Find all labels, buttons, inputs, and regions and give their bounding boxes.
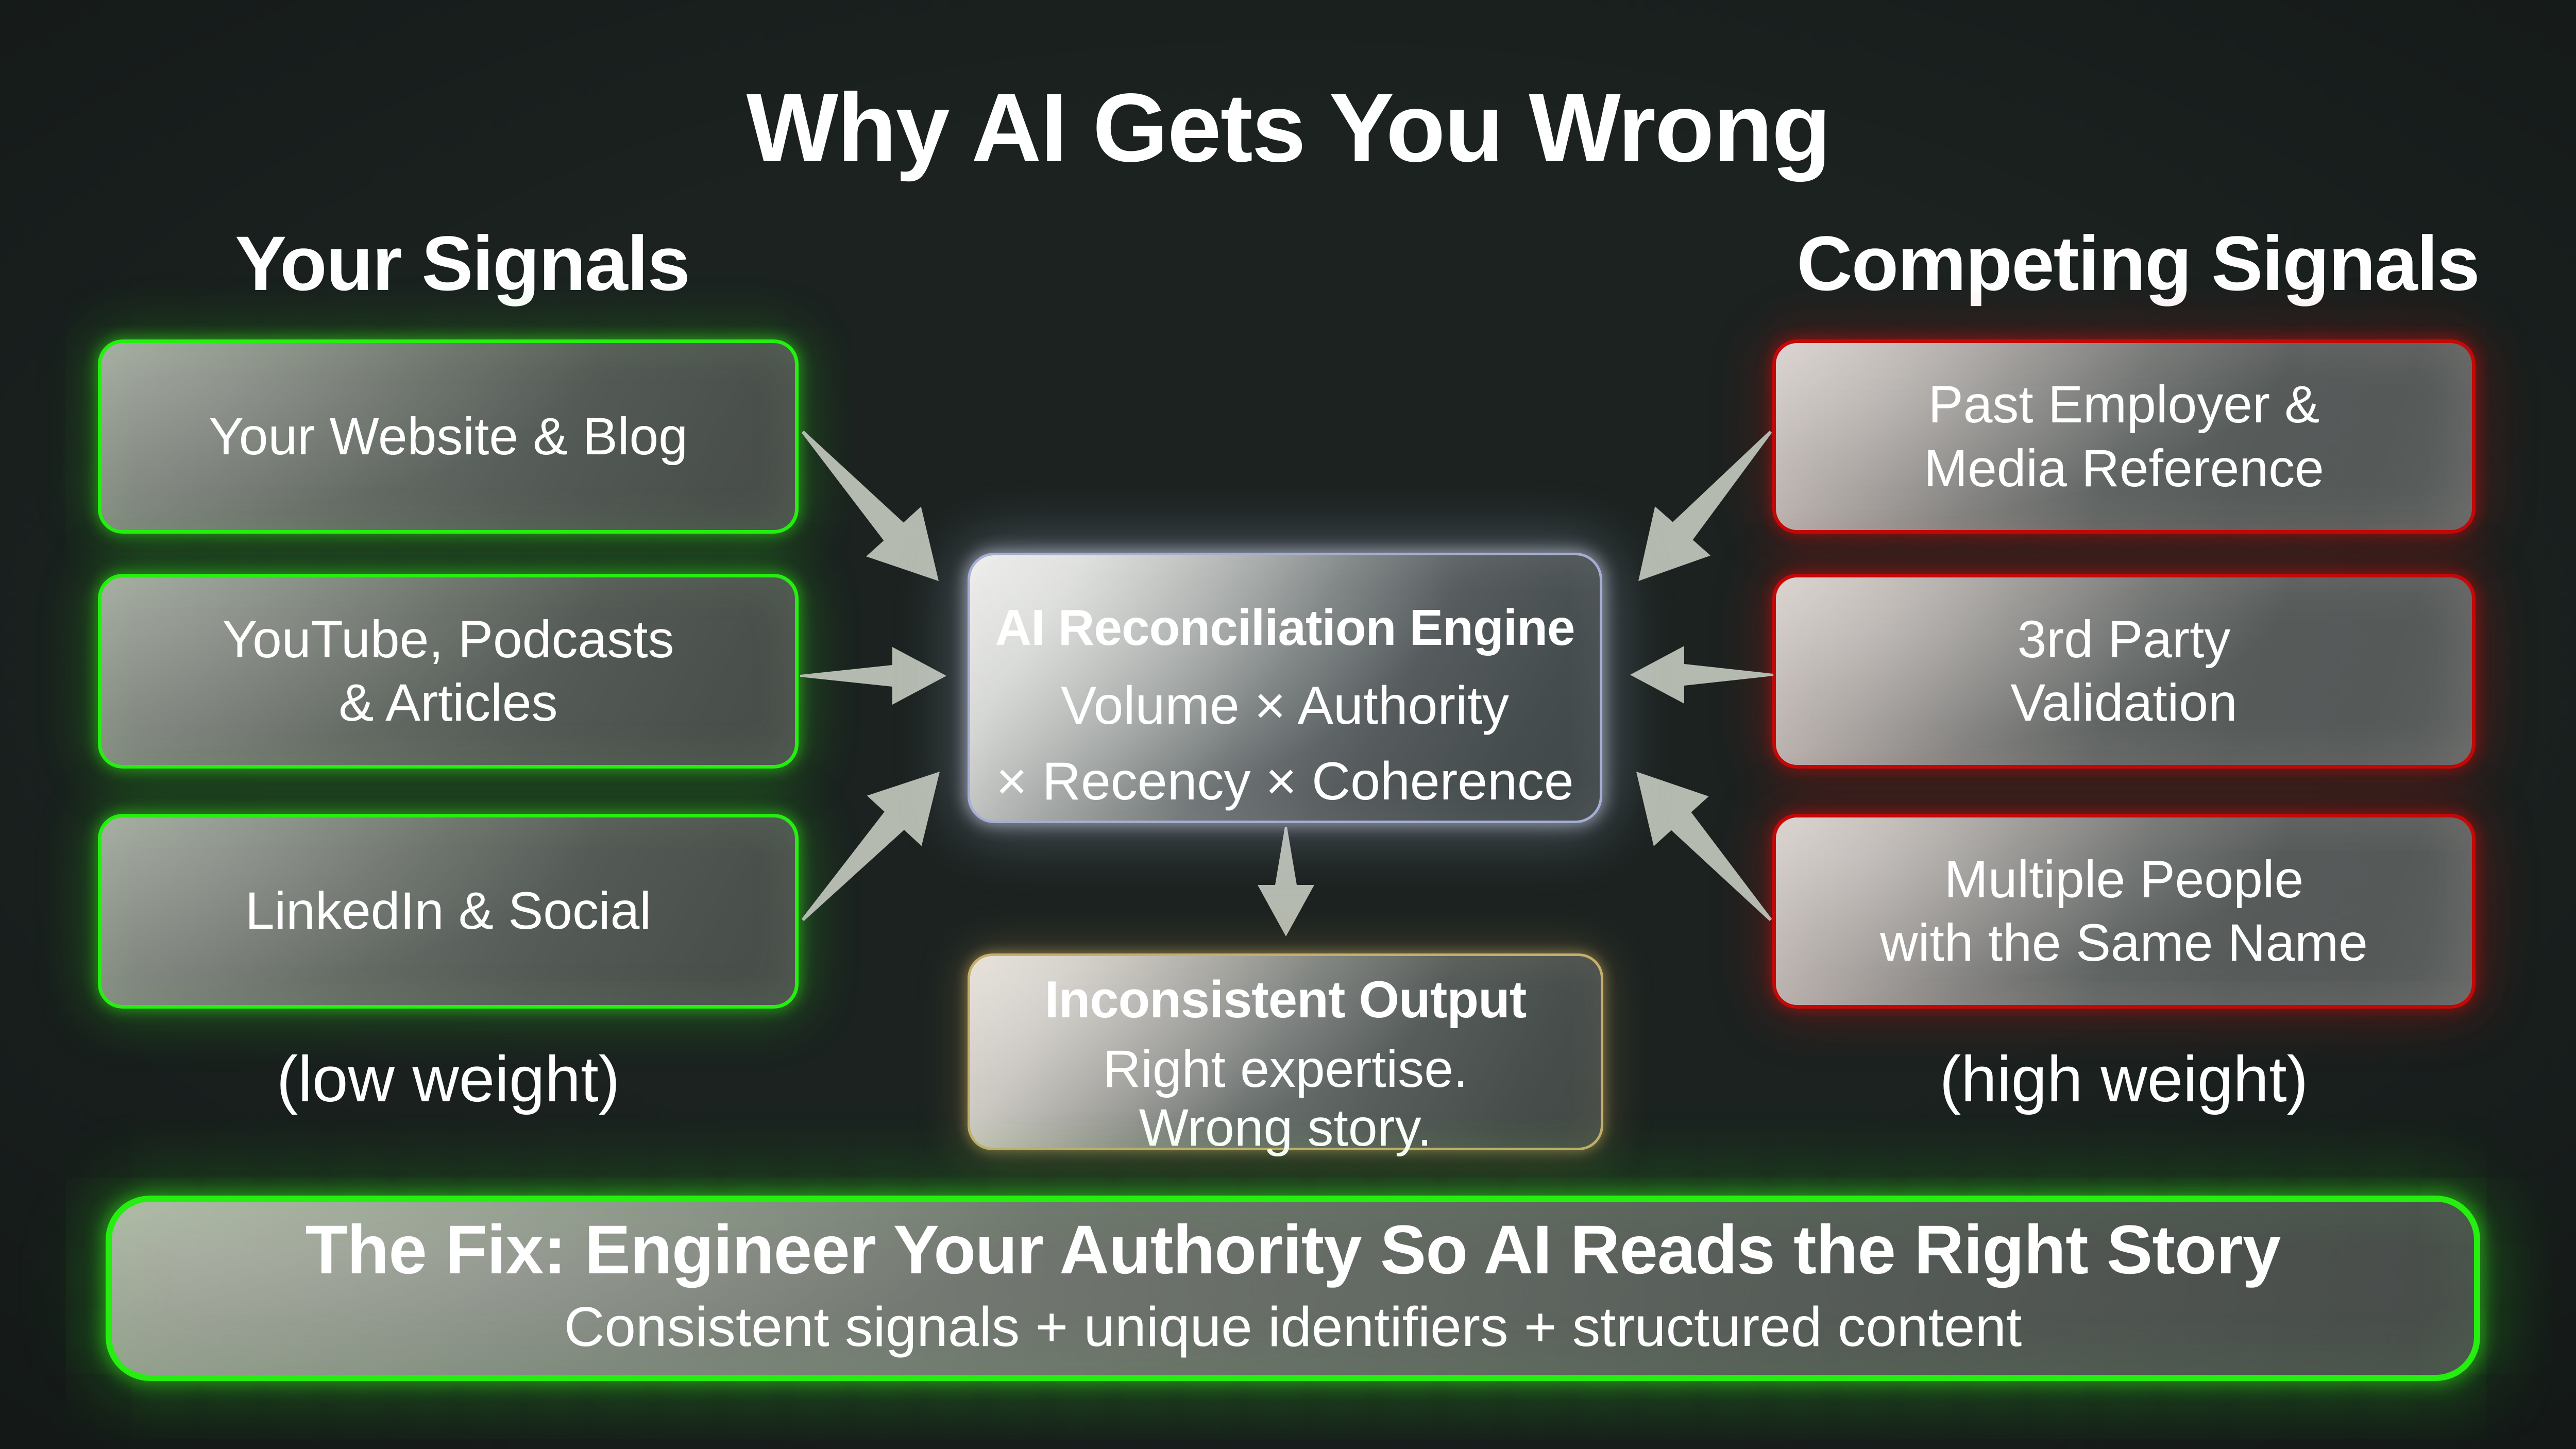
youtube-podcasts-articles-box: YouTube, Podcasts & Articles <box>98 574 799 769</box>
multiple-people-same-name-box: Multiple People with the Same Name <box>1772 814 2476 1009</box>
output-title: Inconsistent Output <box>1044 971 1527 1029</box>
your-website-blog-box: Your Website & Blog <box>98 339 799 534</box>
third-party-validation-box: 3rd Party Validation <box>1772 574 2476 769</box>
arrow-right-bottom-icon <box>1636 772 1772 921</box>
arrow-right-middle-icon <box>1630 646 1773 704</box>
high-weight-note: (high weight) <box>1939 1044 2309 1115</box>
low-weight-note: (low weight) <box>276 1044 620 1115</box>
inconsistent-output-box: Inconsistent Output Right expertise. Wro… <box>968 953 1603 1156</box>
fix-title: The Fix: Engineer Your Authority So AI R… <box>305 1211 2281 1288</box>
engine-formula: Volume × Authority × Recency × Coherence <box>996 675 1574 811</box>
linkedin-social-box: LinkedIn & Social <box>98 814 799 1009</box>
ai-reconciliation-engine-box: AI Reconciliation Engine Volume × Author… <box>968 553 1602 823</box>
arrow-left-bottom-icon <box>801 772 940 921</box>
your-signals-heading: Your Signals <box>235 220 690 306</box>
output-lines: Right expertise. Wrong story. <box>1103 1039 1468 1157</box>
fix-banner: The Fix: Engineer Your Authority So AI R… <box>106 1196 2480 1381</box>
arrow-engine-down-icon <box>1258 827 1314 936</box>
competing-signals-heading: Competing Signals <box>1797 220 2480 306</box>
arrow-right-top-icon <box>1638 431 1772 581</box>
arrow-left-top-icon <box>801 431 939 581</box>
engine-title: AI Reconciliation Engine <box>995 599 1575 656</box>
fix-subtitle: Consistent signals + unique identifiers … <box>564 1295 2022 1358</box>
past-employer-media-box: Past Employer & Media Reference <box>1772 339 2476 534</box>
page-title: Why AI Gets You Wrong <box>746 74 1832 182</box>
arrow-left-middle-icon <box>800 647 946 705</box>
